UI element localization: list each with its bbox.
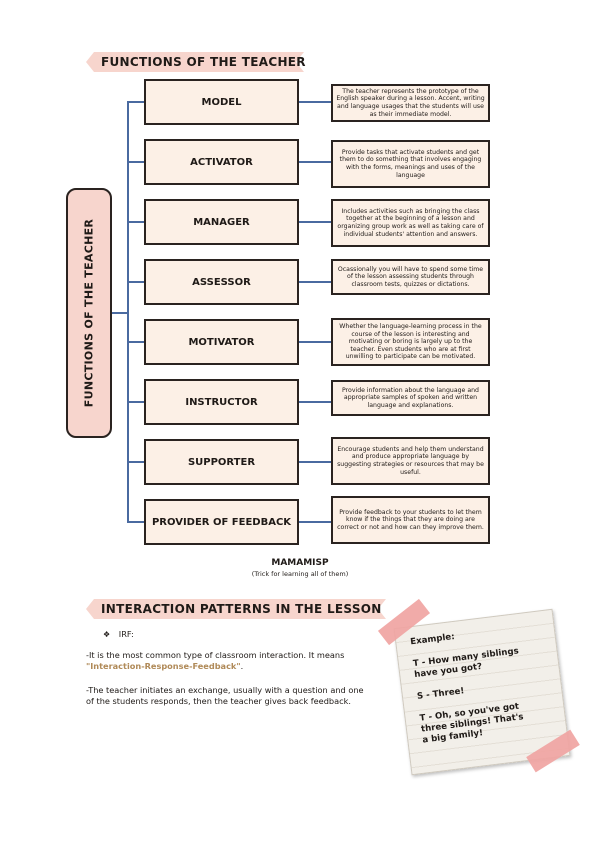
irf-highlight: "Interaction-Response-Feedback"	[86, 661, 241, 671]
role-box-model: MODEL	[144, 79, 299, 125]
note-title: Example:	[409, 631, 456, 648]
section-title-interaction: INTERACTION PATTERNS IN THE LESSON	[101, 602, 382, 616]
role-box-motivator: MOTIVATOR	[144, 319, 299, 365]
role-description-supporter: Encourage students and help them underst…	[331, 437, 490, 485]
role-box-instructor: INSTRUCTOR	[144, 379, 299, 425]
connector-left	[127, 341, 144, 343]
connector-right	[299, 341, 331, 343]
connector-left	[127, 521, 144, 523]
connector-stub	[112, 312, 128, 314]
connector-right	[299, 401, 331, 403]
connector-right	[299, 281, 331, 283]
connector-right	[299, 521, 331, 523]
connector-left	[127, 461, 144, 463]
diamond-bullet-icon: ❖	[103, 630, 111, 639]
role-description-model: The teacher represents the prototype of …	[331, 84, 490, 122]
connector-left	[127, 281, 144, 283]
role-description-activator: Provide tasks that activate students and…	[331, 140, 490, 188]
connector-right	[299, 221, 331, 223]
connector-right	[299, 161, 331, 163]
role-box-activator: ACTIVATOR	[144, 139, 299, 185]
connector-left	[127, 221, 144, 223]
irf-label: IRF:	[118, 629, 134, 639]
role-box-supporter: SUPPORTER	[144, 439, 299, 485]
role-description-manager: Includes activities such as bringing the…	[331, 199, 490, 247]
role-description-motivator: Whether the language-learning process in…	[331, 318, 490, 366]
connector-left	[127, 161, 144, 163]
section-title-functions: FUNCTIONS OF THE TEACHER	[101, 55, 306, 69]
functions-vertical-label-box: FUNCTIONS OF THE TEACHER	[66, 188, 112, 438]
role-box-provider-of-feedback: PROVIDER OF FEEDBACK	[144, 499, 299, 545]
section-banner-interaction	[86, 599, 386, 619]
connector-left	[127, 401, 144, 403]
role-description-instructor: Provide information about the language a…	[331, 380, 490, 416]
mnemonic-hint: (Trick for learning all of them)	[251, 570, 349, 578]
mnemonic-word: MAMAMISP	[271, 558, 329, 568]
irf-paragraph-1: -It is the most common type of classroom…	[86, 650, 345, 671]
role-box-manager: MANAGER	[144, 199, 299, 245]
connector-right	[299, 461, 331, 463]
connector-right	[299, 101, 331, 103]
role-description-assessor: Ocassionally you will have to spend some…	[331, 259, 490, 295]
connector-left	[127, 101, 144, 103]
irf-bullet: ❖ IRF:	[103, 629, 134, 640]
role-description-provider-of-feedback: Provide feedback to your students to let…	[331, 496, 490, 544]
functions-vertical-label: FUNCTIONS OF THE TEACHER	[82, 218, 96, 408]
section-banner-functions	[86, 52, 304, 72]
role-box-assessor: ASSESSOR	[144, 259, 299, 305]
connector-trunk	[127, 102, 129, 521]
irf-paragraph-2: -The teacher initiates an exchange, usua…	[86, 685, 364, 706]
